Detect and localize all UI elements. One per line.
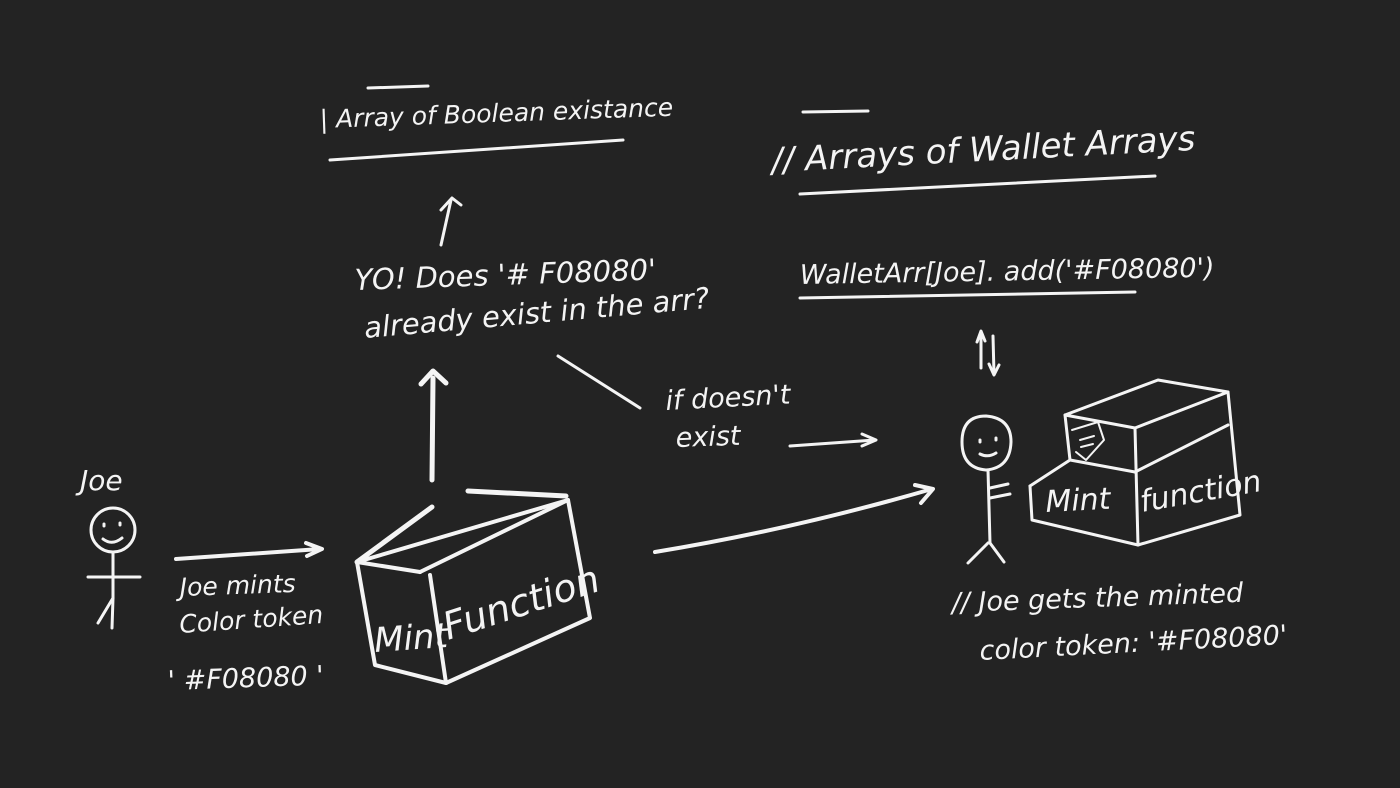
color-code-label: ' #F08080 '	[167, 661, 324, 697]
array-boolean-overline	[366, 84, 430, 90]
arrays-wallet-label: // Arrays of Wallet Arrays	[767, 119, 1196, 181]
arrow-joe-to-mint	[174, 541, 324, 561]
if-doesnt-arrow	[788, 432, 878, 448]
arrays-wallet-overline	[801, 109, 870, 114]
joe-right-stick-figure	[960, 414, 1013, 565]
mint-function-box-left	[354, 488, 592, 685]
result-line-2: color token: '#F08080'	[979, 620, 1288, 667]
box-left-mint-label: Mint	[373, 616, 451, 661]
joe-mints-line-1: Joe mints	[174, 569, 296, 602]
arrow-box-to-question	[418, 368, 449, 483]
mint-function-box-right	[1028, 378, 1242, 547]
if-doesnt-exist-pointer	[556, 354, 642, 410]
joe-label: Joe	[75, 464, 123, 497]
array-boolean-underline	[328, 138, 625, 162]
bidirectional-arrow	[975, 329, 1001, 377]
joe-mints-line-2: Color token	[178, 600, 324, 639]
arrays-wallet-underline	[798, 174, 1157, 196]
result-line-1: // Joe gets the minted	[949, 578, 1244, 619]
arrow-to-boolean-array	[439, 196, 463, 247]
array-boolean-label: | Array of Boolean existance	[319, 93, 673, 134]
if-doesnt-line-1: if doesn't	[665, 379, 793, 417]
wallet-add-code: WalletArr[Joe]. add('#F08080')	[800, 253, 1215, 291]
wallet-add-underline	[798, 290, 1137, 300]
box-right-function-label: function	[1137, 464, 1264, 520]
box-right-mint-label: Mint	[1045, 482, 1113, 520]
arrow-mint-to-joe-right	[653, 483, 935, 554]
if-doesnt-line-2: exist	[675, 421, 742, 454]
box-left-function-label: Function	[437, 557, 605, 649]
joe-stick-figure	[86, 506, 142, 630]
